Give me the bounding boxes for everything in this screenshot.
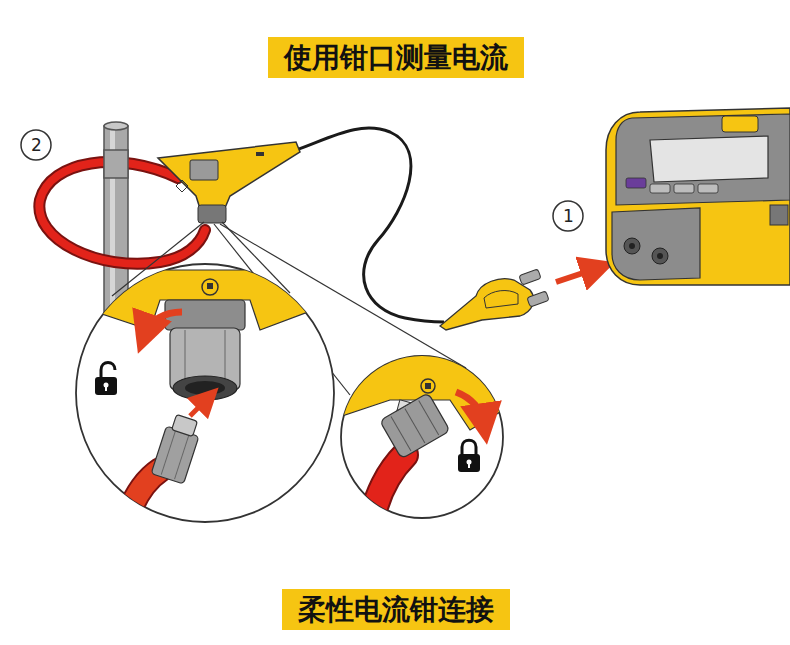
lock-icon [468,462,470,468]
meter [698,184,718,193]
magnifier-unlock [173,376,237,400]
unlock-icon [101,363,115,379]
unlock-icon [105,385,107,391]
meter [650,184,670,193]
meter [674,184,694,193]
magnifier-lock [376,386,450,459]
magnifier-unlock [145,312,182,334]
lock-icon [458,454,480,472]
callout-number: 2 [31,137,42,154]
cable [296,128,444,322]
magnifier-unlock [190,398,208,416]
magnifier-lock [419,400,439,435]
magnifier-unlock [202,279,218,295]
meter [624,238,640,254]
plug [440,279,534,330]
magnifier-unlock [207,283,213,289]
clamp-head [190,160,218,180]
magnifier-unlock [60,270,340,540]
title-band: 使用钳口测量电流 [268,37,524,78]
meter [650,136,768,182]
clamp-head [158,142,300,223]
magnifier-unlock [120,470,160,540]
magnifier-lock [370,455,405,530]
magnifier-lock [330,350,520,530]
meter [770,205,788,225]
meter [606,108,790,285]
title: 使用钳口测量电流 [284,41,508,74]
meter [657,253,663,259]
magnifier-unlock [175,435,189,479]
plug [527,291,549,307]
unlock-icon [95,363,117,396]
magnifier-unlock [185,381,225,395]
magnifier-lock [391,416,411,451]
magnifier-unlock [60,264,340,540]
clamp-head [158,142,300,215]
plug [519,269,541,285]
plug [484,291,518,308]
magnifier-lock [330,350,520,530]
magnifier-lock [380,393,450,459]
lock-icon [462,440,476,455]
meter [629,243,635,249]
callout-circle [21,130,51,160]
magnifier-lock [393,396,411,411]
caption: 柔性电流钳连接 [298,593,494,626]
unlock-icon [95,377,117,395]
clamp-head [176,180,188,192]
lock-icon [458,440,480,472]
meter [612,208,700,280]
pole [104,122,128,130]
callout-number: 1 [563,208,574,225]
magnifier-lock [425,383,431,389]
meter [616,114,790,205]
magnifier-unlock [120,470,160,540]
magnifier-unlock [172,415,198,437]
magnifier-unlock [161,431,175,475]
meter [606,108,790,285]
caption-band: 柔性电流钳连接 [282,589,510,630]
magnifier-unlock [151,413,203,484]
meter [722,116,758,132]
magnifier-lock [421,379,435,393]
magnifier-unlock [60,270,340,330]
meter [652,248,668,264]
clamp-head [198,205,226,223]
pole [104,150,128,178]
meter [626,178,646,188]
magnifier-lock [370,455,405,530]
magnifier-lock [405,408,425,443]
callout-circle [553,201,583,231]
plug [440,269,549,330]
clamp-head [256,152,264,156]
magnifier-lock [456,392,484,424]
insert-arrow [556,268,598,282]
